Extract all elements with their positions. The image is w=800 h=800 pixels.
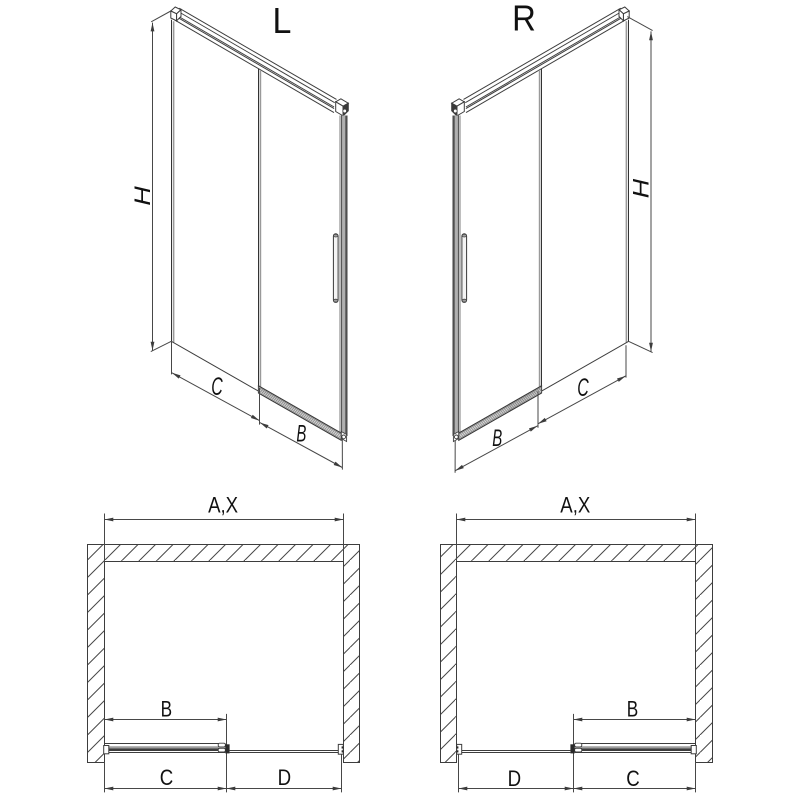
svg-text:A,X: A,X: [560, 492, 590, 517]
svg-text:D: D: [278, 765, 292, 790]
svg-text:C: C: [160, 765, 174, 790]
svg-text:R: R: [512, 0, 536, 39]
svg-text:B: B: [627, 697, 639, 722]
svg-text:B: B: [296, 420, 306, 447]
svg-text:A,X: A,X: [208, 492, 238, 517]
svg-text:D: D: [508, 766, 522, 791]
svg-text:H: H: [628, 179, 653, 199]
svg-text:H: H: [130, 186, 155, 206]
svg-text:C: C: [577, 374, 589, 402]
svg-text:C: C: [211, 373, 223, 401]
svg-text:B: B: [161, 697, 173, 722]
svg-text:C: C: [626, 766, 640, 791]
svg-text:L: L: [273, 0, 292, 41]
svg-text:B: B: [492, 425, 502, 452]
